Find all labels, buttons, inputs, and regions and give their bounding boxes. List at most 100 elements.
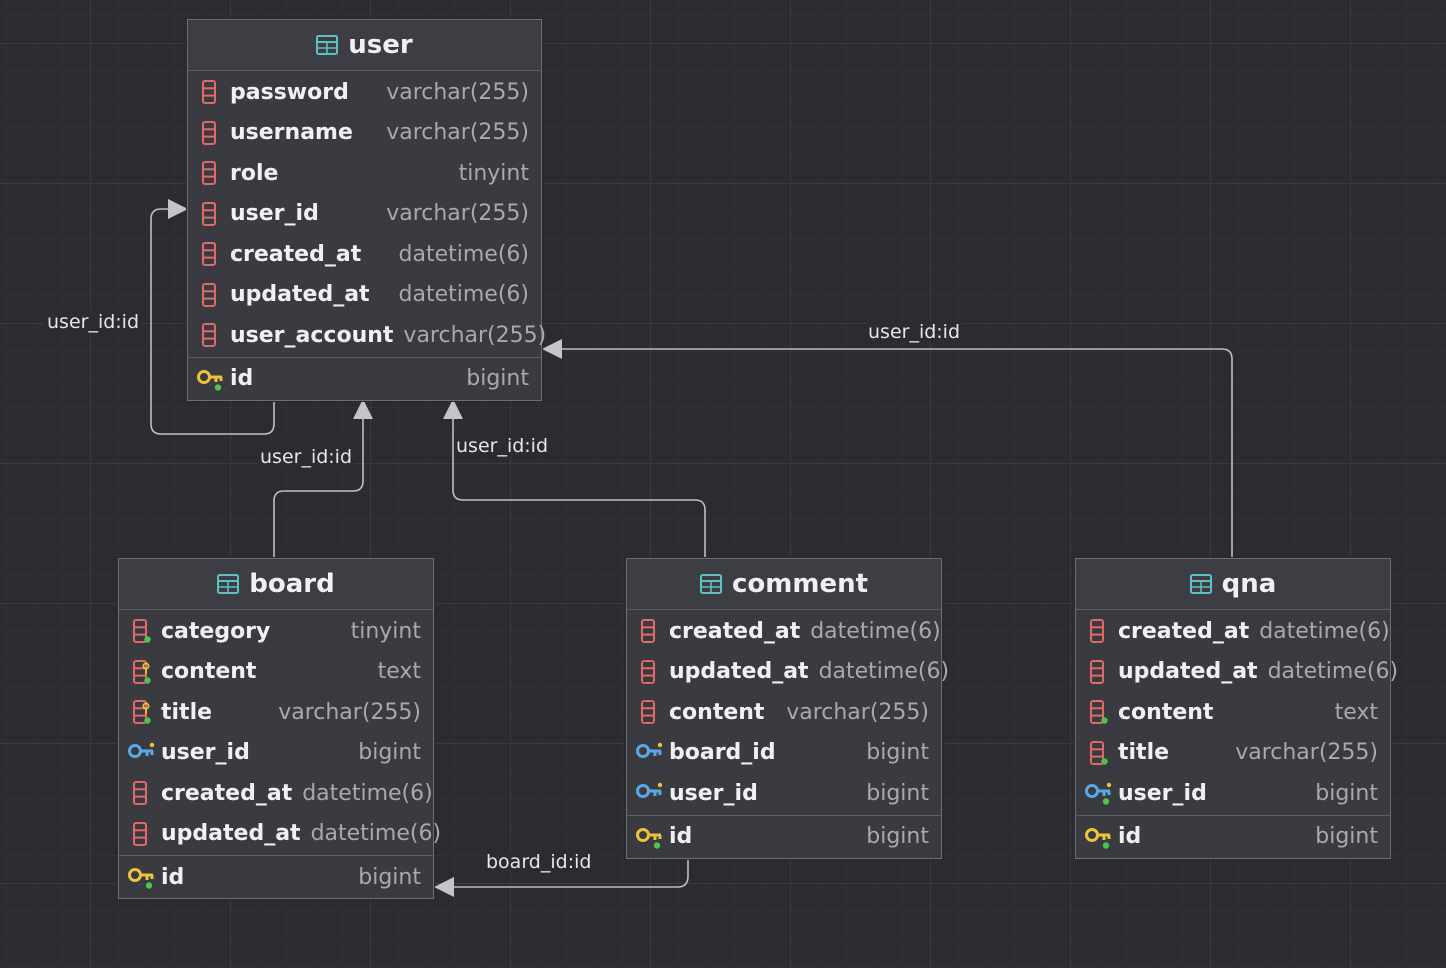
entity-title: user [348,30,413,60]
column-name: updated_at [1118,659,1258,685]
column-type: datetime(6) [398,241,529,267]
column-name: board_id [669,740,776,766]
column-row-updated-at[interactable]: updated_at datetime(6) [1076,652,1398,693]
relation-user-self[interactable] [150,208,275,435]
entity-header[interactable]: comment [627,559,941,610]
entity-title: comment [731,569,869,599]
table-icon [217,574,240,594]
entity-header[interactable]: board [119,559,433,610]
column-name: user_account [230,322,394,348]
relation-board-user[interactable] [273,417,364,558]
column-name: user_id [669,780,758,806]
column-name: password [230,79,349,105]
column-type: datetime(6) [302,780,433,806]
column-type: bigint [466,366,529,391]
column-name: updated_at [230,282,370,308]
column-name: created_at [1118,618,1250,644]
relation-qna-user-arrowhead [542,339,562,359]
column-type: datetime(6) [810,618,941,644]
relation-label-comment-board: board_id:id [484,851,594,873]
not-null-column-icon [1090,700,1108,725]
column-type: tinyint [350,618,421,644]
relation-comment-user[interactable] [452,417,706,558]
column-name: title [1118,740,1170,766]
column-icon [202,282,216,307]
primary-key-icon [128,868,154,889]
indexed-column-icon [133,700,151,725]
column-name: title [161,699,213,725]
entity-header[interactable]: user [188,20,541,71]
column-name: id [230,366,254,391]
primary-key-icon [1085,827,1111,849]
primary-key-icon [636,827,662,849]
not-null-column-icon [1090,740,1108,765]
column-type: datetime(6) [1267,659,1399,685]
column-icon [202,201,216,226]
relation-board-user-arrowhead [353,399,373,419]
column-row-updated-at[interactable]: updated_at datetime(6) [188,275,541,316]
column-row-title[interactable]: title varchar(255) [119,692,433,733]
column-icon [202,323,216,348]
column-type: bigint [866,740,929,766]
column-row-board-id[interactable]: board_id bigint [627,733,941,774]
column-name: created_at [669,618,801,644]
relation-user-self-arrowhead [168,199,188,219]
relation-qna-user[interactable] [562,348,1233,558]
column-type: text [1334,699,1378,725]
column-type: datetime(6) [398,282,529,308]
indexed-column-icon [133,659,151,684]
column-type: bigint [358,740,421,766]
entity-header[interactable]: qna [1076,559,1390,610]
relation-comment-board-arrowhead [434,877,454,897]
column-icon [1090,659,1104,684]
column-icon [202,161,216,186]
column-type: bigint [1315,780,1378,806]
foreign-key-not-null-icon [1085,783,1112,805]
table-icon [316,35,339,55]
column-type: varchar(255) [386,201,529,227]
primary-key-section: id bigint [188,356,541,400]
relation-label-user-self: user_id:id [45,311,142,333]
column-icon [133,781,147,806]
foreign-key-icon [636,742,663,758]
column-name: content [669,699,765,725]
column-row-password[interactable]: password varchar(255) [188,72,541,113]
column-icon [641,619,655,644]
column-name: id [1118,824,1142,849]
relation-comment-board[interactable] [454,855,689,888]
column-row-id[interactable]: id bigint [188,359,541,399]
column-name: updated_at [669,659,809,685]
column-type: bigint [866,824,929,849]
column-name: updated_at [161,821,301,847]
column-type: varchar(255) [278,699,421,725]
column-name: content [161,659,257,685]
column-type: varchar(255) [386,79,529,105]
column-row-created-at[interactable]: created_at datetime(6) [627,611,941,652]
